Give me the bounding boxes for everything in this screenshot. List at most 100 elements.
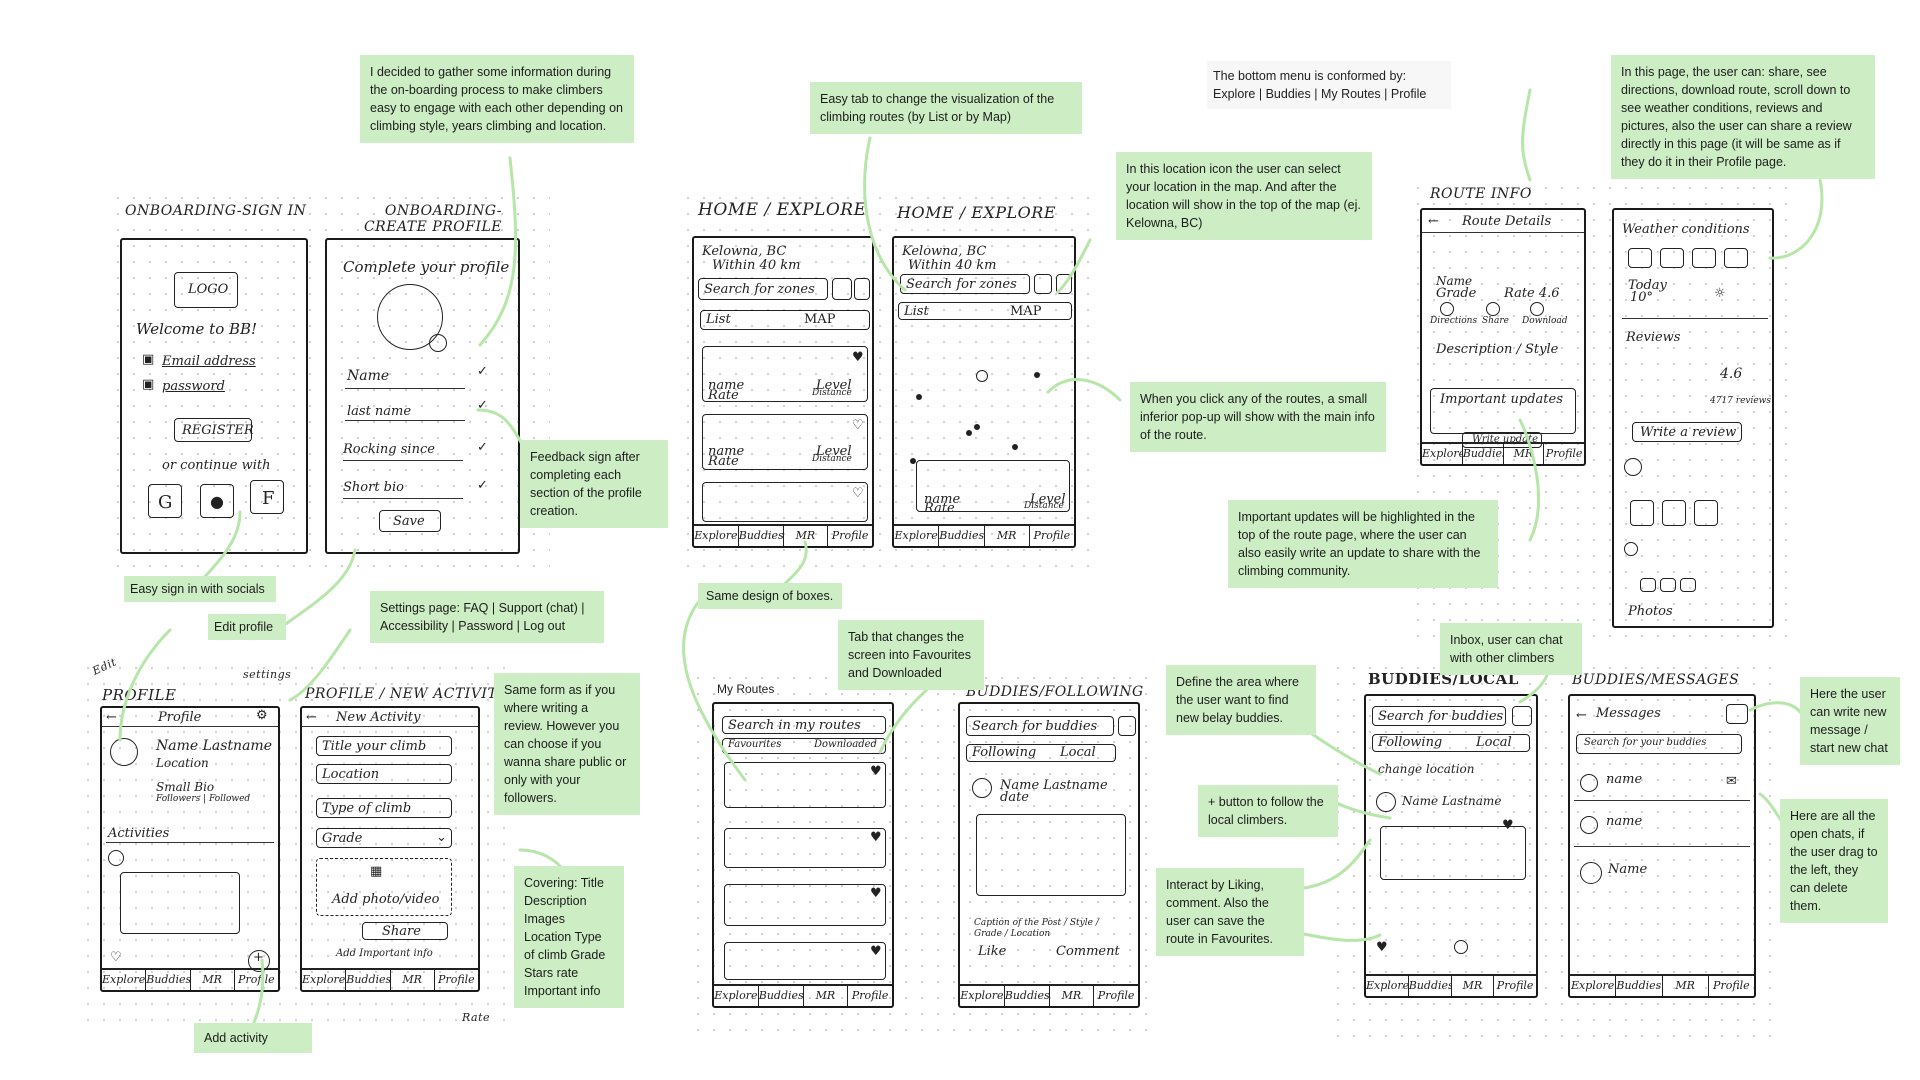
comment-icon[interactable] <box>1454 940 1468 954</box>
like-button[interactable]: Like <box>978 944 1007 959</box>
back-arrow-icon[interactable]: ← <box>1428 214 1439 229</box>
tab-local[interactable]: Local <box>1060 745 1096 760</box>
location-pin-icon[interactable] <box>854 278 870 300</box>
name-field[interactable]: Name <box>347 368 390 384</box>
back-arrow-icon[interactable]: ← <box>106 710 117 725</box>
directions-icon[interactable] <box>1440 302 1454 316</box>
important-info-label[interactable]: Add Important info <box>336 948 433 959</box>
tab-following[interactable]: Following <box>972 745 1037 760</box>
search-chats-input[interactable] <box>1576 734 1742 754</box>
heart-icon[interactable]: ♡ <box>852 418 864 433</box>
menu-buddies[interactable]: Buddies <box>1409 976 1452 996</box>
menu-profile[interactable]: Profile <box>1097 989 1135 1002</box>
route-card[interactable] <box>724 762 886 808</box>
map-marker[interactable] <box>966 430 972 436</box>
menu-profile[interactable]: Profile <box>1545 447 1583 460</box>
menu-buddies[interactable]: Buddies <box>939 526 985 546</box>
add-activity-button[interactable] <box>248 950 270 972</box>
menu-buddies[interactable]: Buddies <box>1005 986 1050 1006</box>
heart-icon[interactable]: ♥ <box>1376 940 1388 955</box>
route-card[interactable] <box>724 884 886 926</box>
grade-select[interactable] <box>316 828 452 848</box>
heart-icon[interactable]: ♡ <box>852 486 864 501</box>
filter-icon[interactable] <box>832 278 852 300</box>
menu-buddies[interactable]: Buddies <box>1616 976 1663 996</box>
inbox-icon[interactable] <box>1512 706 1532 726</box>
menu-profile[interactable]: Profile <box>1713 979 1750 992</box>
email-field[interactable]: Email address <box>162 354 256 369</box>
heart-icon[interactable]: ♥ <box>852 350 864 365</box>
following-local-tab[interactable] <box>1372 734 1530 752</box>
tab-map[interactable]: MAP <box>804 312 836 327</box>
menu-profile[interactable]: Profile <box>238 973 275 986</box>
filter-icon[interactable] <box>1034 274 1052 294</box>
camera-icon[interactable] <box>429 334 447 352</box>
inbox-icon[interactable] <box>1118 716 1136 736</box>
map-marker[interactable] <box>916 394 922 400</box>
menu-buddies[interactable]: Buddies <box>759 986 804 1006</box>
menu-my-routes[interactable]: MR <box>804 986 849 1006</box>
route-card[interactable] <box>702 482 868 522</box>
gear-icon[interactable]: ⚙ <box>256 708 268 723</box>
google-signin-button[interactable] <box>148 484 182 518</box>
change-location-button[interactable]: change location <box>1378 762 1475 776</box>
map-marker[interactable] <box>1034 372 1040 378</box>
avatar[interactable] <box>110 738 138 766</box>
location-input[interactable] <box>316 764 452 784</box>
heart-icon[interactable]: ♥ <box>870 830 882 845</box>
menu-my-routes[interactable]: MR <box>191 970 235 990</box>
password-field[interactable]: password <box>162 379 225 394</box>
route-card[interactable] <box>724 828 886 868</box>
facebook-signin-button[interactable] <box>250 480 284 514</box>
menu-explore[interactable]: Explore <box>694 526 739 546</box>
save-button[interactable] <box>379 510 441 532</box>
following-local-tab[interactable] <box>966 744 1116 762</box>
menu-profile[interactable]: Profile <box>851 989 889 1002</box>
menu-buddies[interactable]: Buddies <box>1463 444 1504 464</box>
short-bio-field[interactable]: Short bio <box>343 480 404 495</box>
tab-favourites[interactable]: Favourites <box>728 739 782 750</box>
tab-local[interactable]: Local <box>1476 735 1512 750</box>
tab-list[interactable]: List <box>706 312 731 327</box>
menu-explore[interactable]: Explore <box>1422 444 1463 464</box>
heart-icon[interactable]: ♥ <box>870 764 882 779</box>
menu-profile[interactable]: Profile <box>831 529 869 542</box>
map-marker[interactable] <box>1012 444 1018 450</box>
search-buddies-input[interactable] <box>966 716 1114 736</box>
menu-explore[interactable]: Explore <box>102 970 147 990</box>
chat-item[interactable]: name <box>1606 772 1643 787</box>
title-input[interactable] <box>316 736 452 756</box>
follow-plus-button[interactable] <box>1376 792 1396 812</box>
location-pin-icon[interactable] <box>1056 274 1072 294</box>
map-marker[interactable] <box>910 458 916 464</box>
tab-list[interactable]: List <box>904 304 929 319</box>
map-marker[interactable] <box>974 424 980 430</box>
menu-my-routes[interactable]: MR <box>391 970 435 990</box>
apple-signin-button[interactable] <box>200 484 234 518</box>
avatar-upload[interactable] <box>377 284 443 350</box>
menu-profile[interactable]: Profile <box>1033 529 1071 542</box>
heart-icon[interactable]: ♥ <box>1502 818 1514 833</box>
menu-explore[interactable]: Explore <box>1366 976 1409 996</box>
menu-explore[interactable]: Explore <box>960 986 1005 1006</box>
menu-explore[interactable]: Explore <box>894 526 940 546</box>
route-card[interactable] <box>702 414 868 470</box>
list-map-tab[interactable] <box>898 302 1072 320</box>
menu-my-routes[interactable]: MR <box>1504 444 1545 464</box>
last-name-field[interactable]: last name <box>347 404 412 419</box>
search-routes-input[interactable] <box>722 716 886 734</box>
new-message-button[interactable] <box>1726 704 1748 724</box>
menu-my-routes[interactable]: MR <box>784 526 829 546</box>
menu-profile[interactable]: Profile <box>1496 979 1534 992</box>
back-arrow-icon[interactable]: ← <box>306 710 317 725</box>
menu-profile[interactable]: Profile <box>438 973 475 986</box>
menu-my-routes[interactable]: MR <box>1452 976 1495 996</box>
tab-downloaded[interactable]: Downloaded <box>814 739 877 750</box>
route-card[interactable] <box>702 346 868 402</box>
heart-icon[interactable]: ♥ <box>870 944 882 959</box>
back-arrow-icon[interactable]: ← <box>1576 708 1587 723</box>
route-card[interactable] <box>724 942 886 980</box>
comment-button[interactable]: Comment <box>1056 944 1120 959</box>
menu-buddies[interactable]: Buddies <box>146 970 191 990</box>
photo-upload-area[interactable] <box>316 858 452 916</box>
